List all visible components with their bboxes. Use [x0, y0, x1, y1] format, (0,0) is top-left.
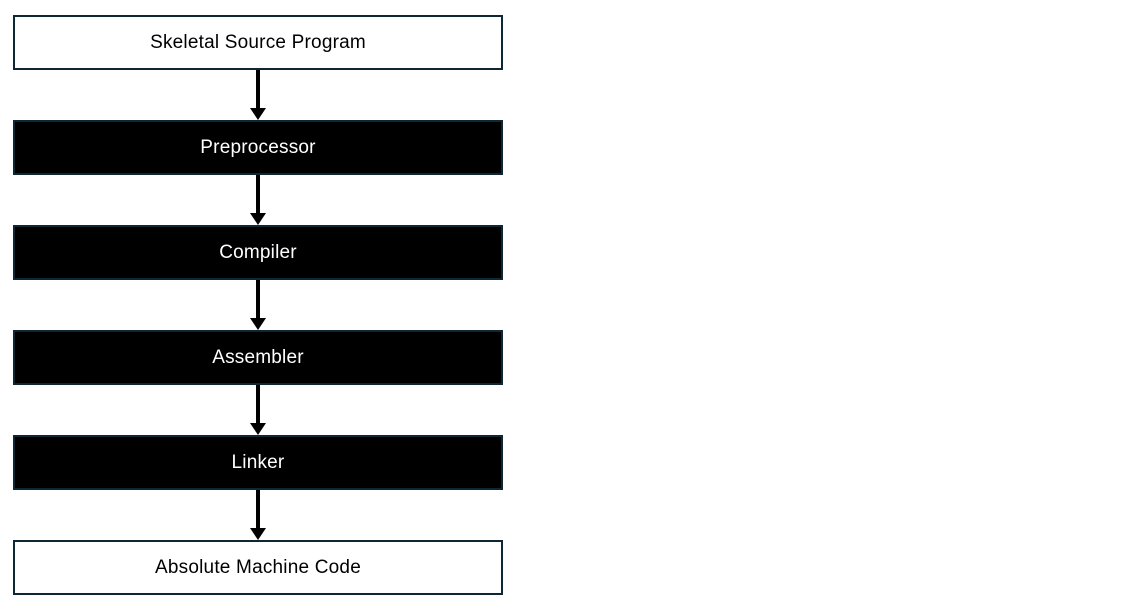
arrow-down-icon — [13, 385, 503, 435]
arrow-shaft — [256, 280, 260, 318]
node-label: Skeletal Source Program — [150, 31, 366, 53]
compilation-pipeline-flowchart: Skeletal Source Program Preprocessor Com… — [13, 15, 503, 595]
arrow-down-icon — [13, 490, 503, 540]
arrow-head — [250, 108, 266, 120]
node-preprocessor: Preprocessor — [13, 120, 503, 175]
arrow-head — [250, 318, 266, 330]
node-label: Assembler — [212, 346, 304, 368]
arrow-shaft — [256, 385, 260, 423]
arrow-down-icon — [13, 280, 503, 330]
arrow-head — [250, 213, 266, 225]
node-absolute-machine-code: Absolute Machine Code — [13, 540, 503, 595]
arrow-head — [250, 423, 266, 435]
arrow-shaft — [256, 175, 260, 213]
node-skeletal-source-program: Skeletal Source Program — [13, 15, 503, 70]
node-linker: Linker — [13, 435, 503, 490]
arrow-head — [250, 528, 266, 540]
node-label: Absolute Machine Code — [155, 556, 361, 578]
node-label: Compiler — [219, 241, 297, 263]
arrow-shaft — [256, 70, 260, 108]
node-assembler: Assembler — [13, 330, 503, 385]
arrow-shaft — [256, 490, 260, 528]
node-compiler: Compiler — [13, 225, 503, 280]
arrow-down-icon — [13, 70, 503, 120]
node-label: Linker — [231, 451, 285, 473]
arrow-down-icon — [13, 175, 503, 225]
node-label: Preprocessor — [200, 136, 316, 158]
